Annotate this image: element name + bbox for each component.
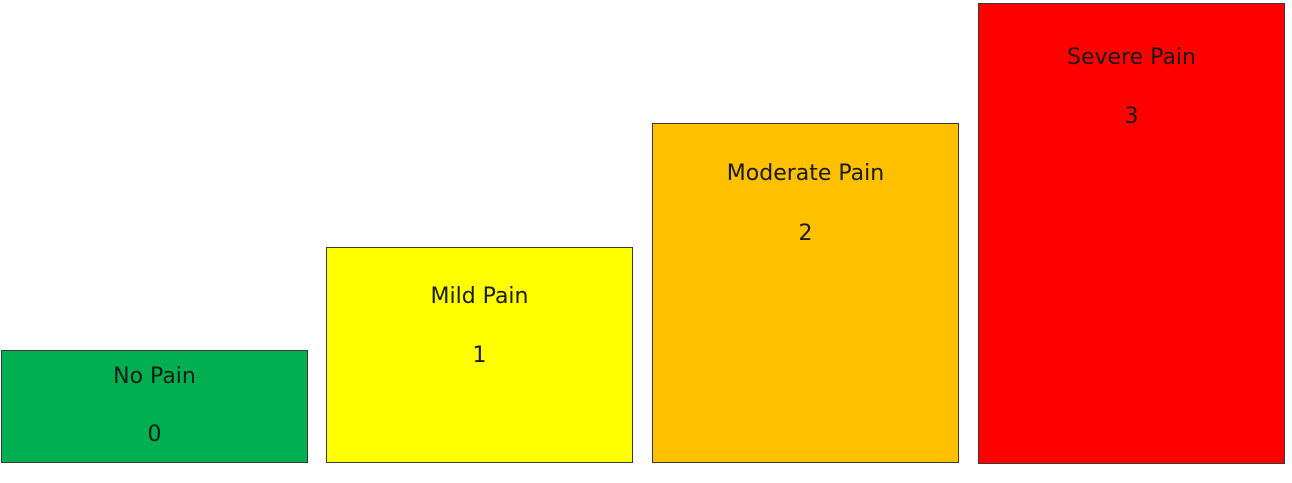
pain-level-score: 2	[798, 221, 813, 246]
pain-level-score: 1	[472, 343, 487, 368]
pain-level-severe-pain-box: Severe Pain 3	[978, 3, 1285, 464]
pain-level-label: Mild Pain	[430, 284, 529, 309]
pain-level-score: 0	[147, 422, 162, 447]
pain-level-mild-pain-box: Mild Pain 1	[326, 247, 633, 463]
pain-level-no-pain-box: No Pain 0	[1, 350, 308, 463]
pain-level-label: No Pain	[113, 364, 196, 389]
pain-level-label: Moderate Pain	[726, 161, 885, 186]
pain-level-label: Severe Pain	[1067, 45, 1196, 70]
pain-level-score: 3	[1124, 104, 1139, 129]
pain-level-moderate-pain-box: Moderate Pain 2	[652, 123, 959, 463]
